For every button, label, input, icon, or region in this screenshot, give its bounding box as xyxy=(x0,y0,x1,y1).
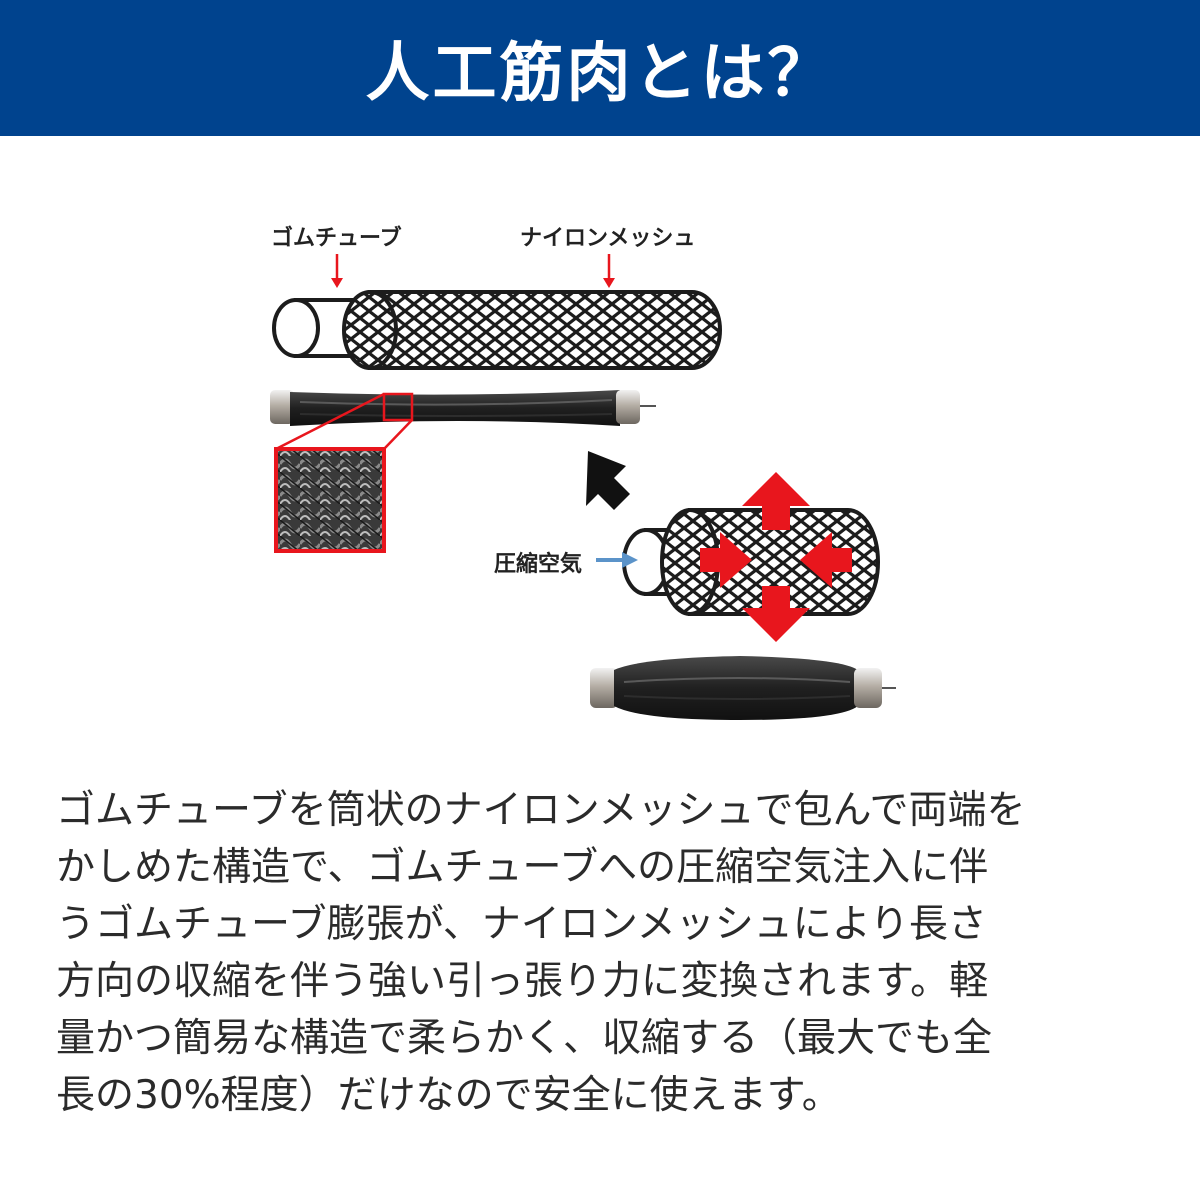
compressed-air-label: 圧縮空気 xyxy=(494,552,583,577)
compressed-air-arrow-icon xyxy=(596,552,638,568)
diagram-illustration xyxy=(270,254,896,720)
nylon-mesh-label: ナイロンメッシュ xyxy=(520,226,696,251)
rubber-tube-pointer-icon xyxy=(331,254,343,288)
description-text: ゴムチューブを筒状のナイロンメッシュで包んで両端を かしめた構造で、ゴムチューブ… xyxy=(56,782,1146,1124)
expansion-arrow-up-icon xyxy=(742,472,810,530)
nylon-mesh-cylinder xyxy=(342,290,722,370)
description-line: うゴムチューブ膨張が、ナイロンメッシュにより長さ xyxy=(56,902,987,947)
contraction-arrow-right-icon xyxy=(700,532,752,588)
process-arrow-icon xyxy=(586,451,630,510)
relaxed-muscle-photo xyxy=(270,390,656,426)
mesh-zoom-callout xyxy=(274,392,413,553)
description-line: ゴムチューブを筒状のナイロンメッシュで包んで両端を xyxy=(56,788,1026,833)
nylon-mesh-pointer-icon xyxy=(603,254,615,288)
page-title: 人工筋肉とは？ xyxy=(365,37,835,111)
rubber-tube-label: ゴムチューブ xyxy=(271,226,402,251)
contracted-muscle-photo xyxy=(590,656,896,720)
header-banner: 人工筋肉とは？ xyxy=(0,0,1200,136)
expansion-arrow-down-icon xyxy=(742,586,810,642)
artificial-muscle-diagram: ゴムチューブ ナイロンメッシュ 圧縮空気 xyxy=(0,136,1200,776)
description-line: 長の30%程度）だけなので安全に使えます。 xyxy=(56,1073,841,1118)
contraction-arrow-left-icon xyxy=(800,532,852,588)
description-line: かしめた構造で、ゴムチューブへの圧縮空気注入に伴 xyxy=(56,845,989,890)
description-line: 量かつ簡易な構造で柔らかく、収縮する（最大でも全 xyxy=(56,1016,993,1061)
description-line: 方向の収縮を伴う強い引っ張り力に変換されます。軽 xyxy=(56,959,989,1004)
